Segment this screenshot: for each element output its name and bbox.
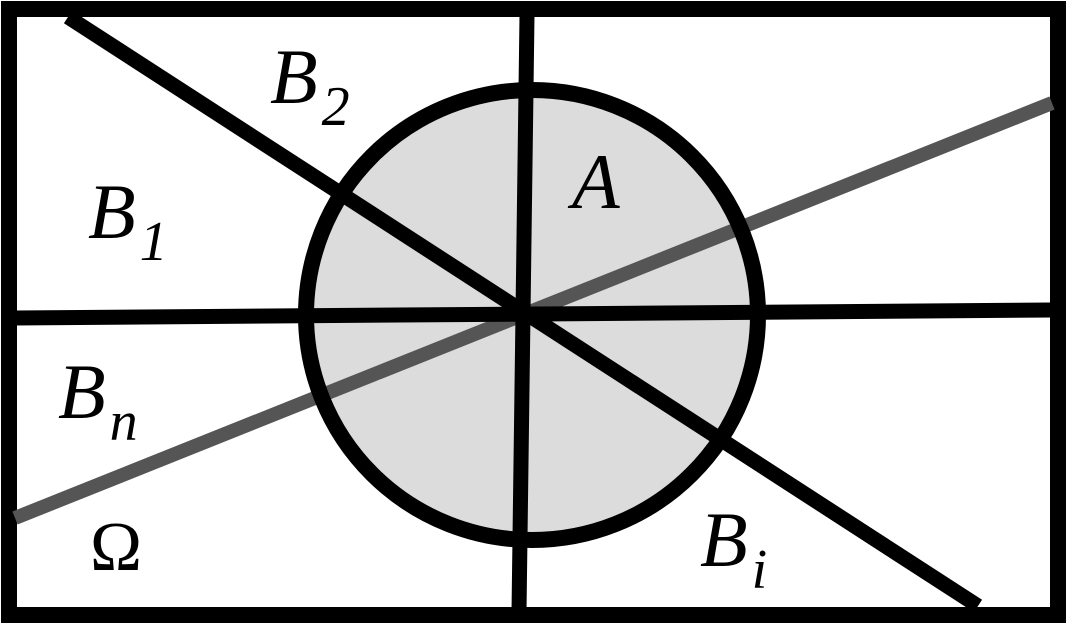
label-b2-sub: 2: [322, 76, 350, 138]
label-bn: Bn: [58, 348, 138, 453]
set-a-circle-outline: [298, 82, 766, 548]
label-bn-base: B: [58, 348, 106, 435]
label-a: A: [567, 138, 620, 225]
label-bi-sub: i: [752, 539, 768, 601]
label-b1-base: B: [88, 168, 136, 255]
label-b1-sub: 1: [140, 211, 168, 273]
diagonal-partition-line: [63, 10, 983, 613]
label-bn-sub: n: [110, 391, 138, 453]
label-b2-base: B: [270, 33, 318, 120]
label-omega: Ω: [90, 509, 142, 586]
label-bi: Bi: [700, 496, 767, 601]
label-b1: B1: [88, 168, 168, 273]
label-bi-base: B: [700, 496, 748, 583]
label-b2: B2: [270, 33, 350, 138]
